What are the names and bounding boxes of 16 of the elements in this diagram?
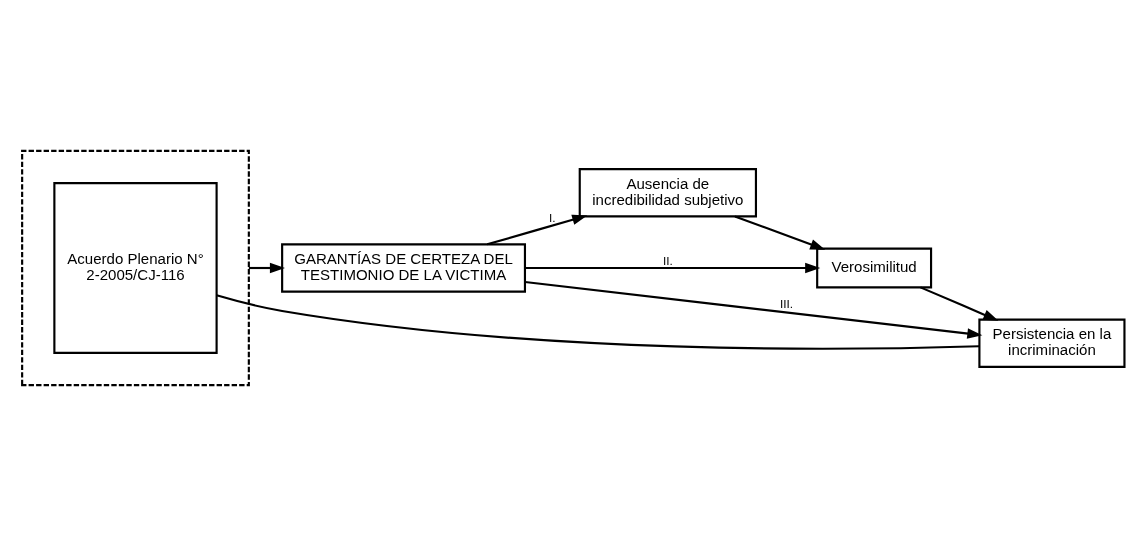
connector: [216, 294, 980, 350]
cluster: [21, 149, 250, 387]
node-box: GARANTÍAS DE CERTEZA DEL TESTIMONIO DE LA VICTIMA: [281, 243, 527, 293]
edge-label: I.: [549, 210, 556, 225]
edge-label: III.: [780, 296, 794, 311]
arrow: [248, 262, 285, 274]
arrow: [734, 215, 826, 250]
arrow: [920, 286, 999, 321]
node-box: Verosimilitud: [816, 247, 933, 289]
arrow: [525, 262, 821, 274]
node-box: Ausencia de incredibilidad subjetivo: [578, 168, 757, 218]
node-box: Persistencia en la incriminación: [978, 318, 1126, 368]
arrow: [524, 280, 983, 339]
node-box: Acuerdo Plenario N° 2-2005/CJ-116: [53, 182, 218, 354]
edge-label: II.: [662, 253, 673, 268]
arrow: [486, 214, 588, 246]
